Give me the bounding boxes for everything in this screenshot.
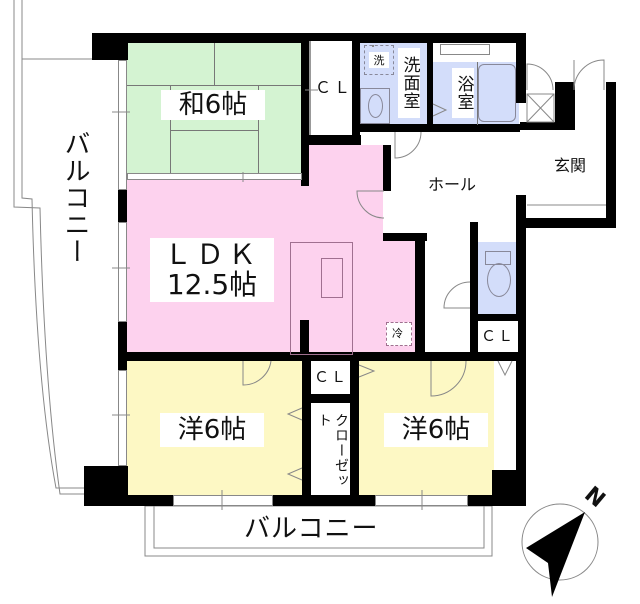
tatami-line (258, 86, 259, 179)
washitsu-label: 和6帖 (161, 90, 265, 120)
tatami-line (127, 85, 305, 86)
window (173, 495, 273, 506)
bath-divider (477, 62, 478, 125)
wall (300, 320, 309, 360)
wall (427, 41, 433, 131)
wall (516, 195, 526, 506)
washbasin (360, 88, 390, 124)
closet-cl-top (309, 41, 352, 135)
ldk-room-upper (309, 145, 383, 355)
wall (383, 145, 391, 191)
bathroom (433, 62, 519, 125)
closet-cl-right-label: ＣＬ (481, 327, 516, 345)
fridge-space (386, 322, 412, 346)
window (118, 370, 127, 466)
compass-arrow-icon (522, 504, 598, 580)
ldk-label-line1: ＬＤＫ (163, 238, 260, 271)
wall (470, 222, 478, 360)
wall (555, 82, 575, 128)
washroom-label: 洗面室 (398, 48, 420, 118)
wall (470, 314, 520, 321)
wall (516, 218, 616, 228)
south-balcony-label: バルコニー (244, 514, 379, 544)
tatami-line (171, 130, 258, 131)
wall (92, 33, 524, 43)
toilet-bowl (487, 263, 511, 297)
closet-cl-top-label: ＣＬ (315, 78, 354, 97)
washing-machine-space (364, 45, 394, 75)
ldk-label: ＬＤＫ 12.5帖 (150, 238, 274, 302)
wall (415, 233, 425, 355)
window (118, 222, 127, 322)
closet-cl-middle-label: ＣＬ (314, 368, 349, 386)
bathtub (478, 64, 516, 122)
washbasin-bowl (368, 94, 383, 118)
bathroom-label: 浴室 (452, 68, 474, 118)
window (127, 173, 302, 180)
wall (606, 82, 616, 228)
ldk-label-line2: 12.5帖 (166, 268, 258, 301)
kitchen-counter (290, 242, 353, 355)
washing-machine-label: 洗 (369, 52, 389, 68)
wall (360, 124, 520, 132)
west-balcony-label: バルコニー (60, 130, 90, 265)
closet-cl-middle (311, 361, 350, 394)
wall (120, 352, 520, 361)
entrance-label: 玄関 (554, 156, 587, 175)
hall-label: ホール (428, 175, 477, 194)
wall (520, 122, 575, 130)
closet-cl-right (478, 321, 518, 352)
wall (301, 135, 361, 145)
western-left-label: 洋6帖 (160, 413, 264, 447)
closet-walkin (311, 403, 350, 495)
closet-walkin-label: クローゼット (316, 413, 349, 488)
wall (352, 33, 360, 145)
wall (302, 352, 311, 502)
window (118, 60, 127, 190)
wall (350, 352, 359, 502)
tatami-line (170, 86, 171, 179)
wall (383, 233, 427, 241)
high-window (440, 44, 490, 55)
tatami-line (214, 41, 215, 85)
wall (302, 394, 358, 403)
wall (301, 41, 309, 186)
kitchen-sink (321, 258, 343, 298)
western-right-label: 洋6帖 (384, 413, 488, 447)
wall (516, 33, 526, 103)
fridge-label: 冷 (392, 327, 403, 340)
